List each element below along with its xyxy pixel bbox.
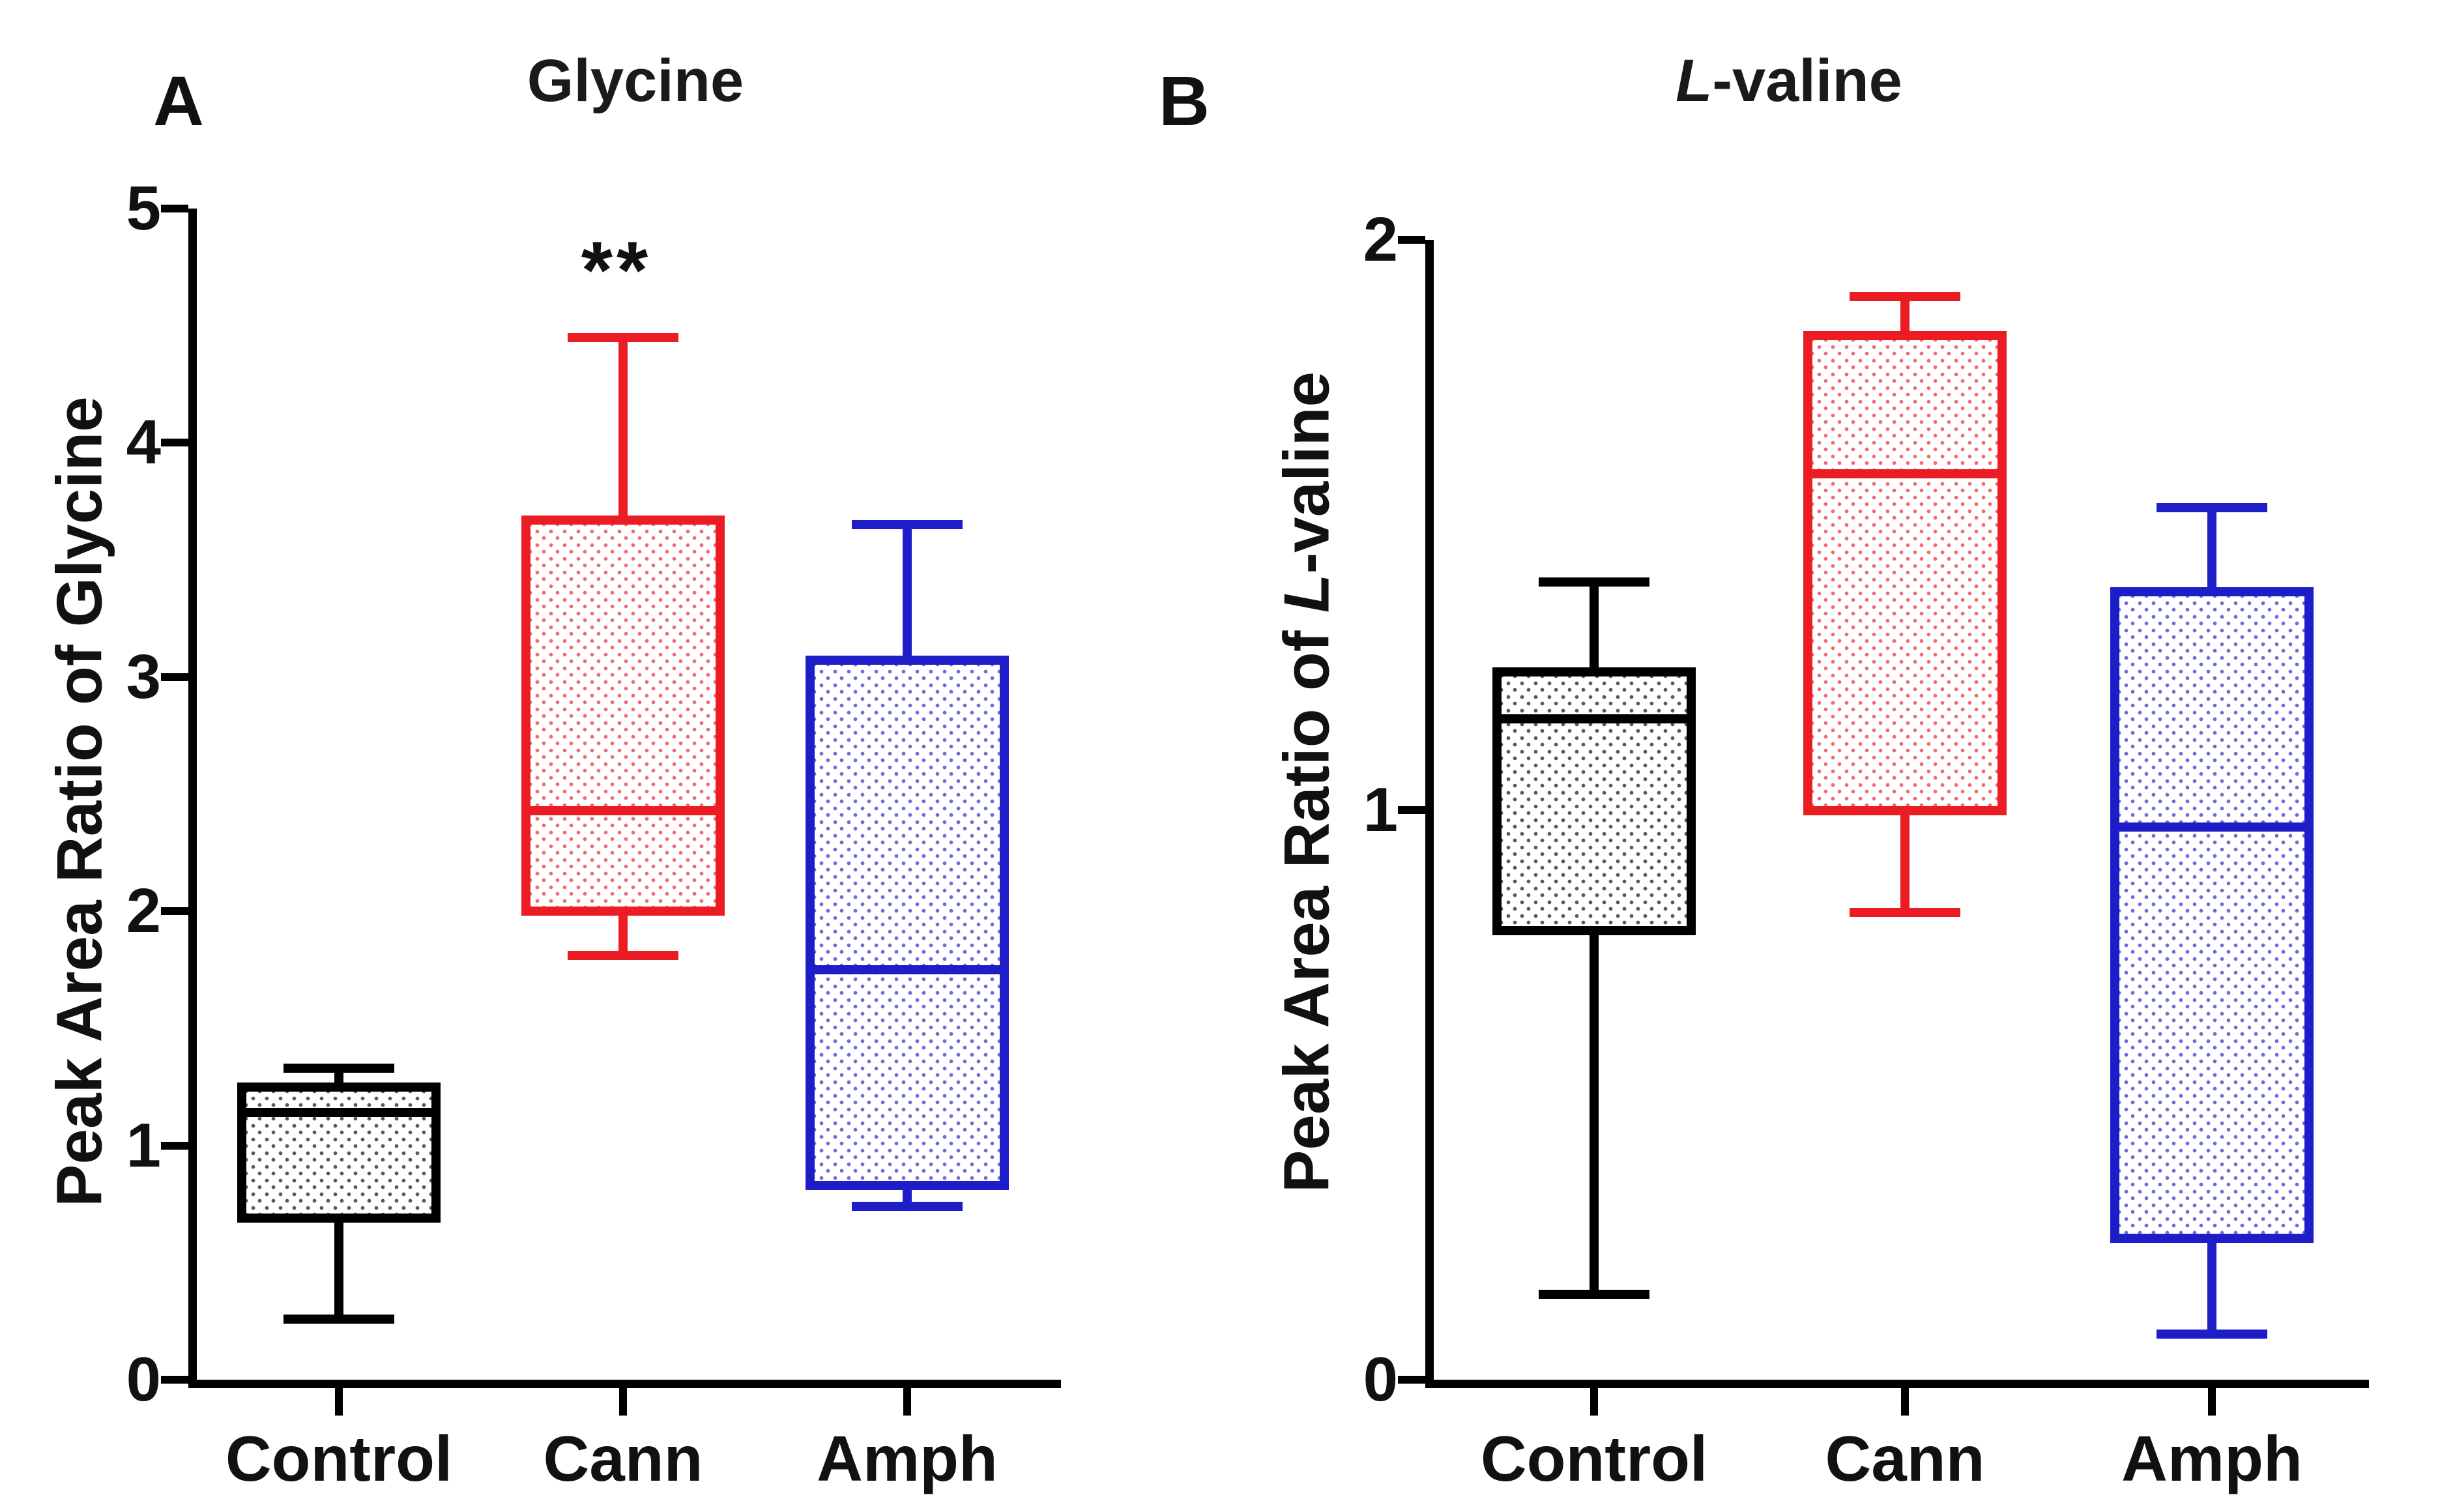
y-tick-label: 1 (126, 1110, 161, 1180)
y-tick-label: 0 (1363, 1345, 1398, 1414)
box-median-line (1812, 469, 1997, 478)
y-tick-mark (1398, 236, 1425, 244)
panel-b-title-text: -valine (1712, 48, 1902, 114)
panel-a-title: Glycine (316, 47, 955, 115)
box-cap-bottom (283, 1314, 394, 1324)
x-tick-mark (1590, 1388, 1598, 1416)
y-tick-label: 5 (126, 173, 161, 243)
x-category-label: Cann (1825, 1423, 1985, 1494)
box-rect (2110, 587, 2314, 1243)
y-tick-label: 2 (126, 876, 161, 946)
panel-a-ylabel: Peak Area Ratio of Glycine (43, 396, 117, 1207)
box-rect (806, 656, 1009, 1190)
x-tick-mark (903, 1388, 911, 1416)
panel-b-title: L-valine (1411, 47, 2167, 115)
box-median-line (246, 1108, 431, 1118)
y-axis-line (1425, 240, 1434, 1388)
y-tick-mark (161, 205, 188, 212)
panel-b-ylabel-text: -valine (1270, 371, 1343, 574)
box-cap-top (2157, 503, 2267, 512)
box-rect (1492, 667, 1696, 935)
box-cap-top (1539, 577, 1649, 587)
box-cap-top (1850, 292, 1960, 302)
box-median-line (815, 965, 1000, 975)
y-tick-label: 3 (126, 641, 161, 712)
box-annotation: ** (581, 225, 652, 315)
x-category-label: Cann (543, 1423, 703, 1494)
y-tick-mark (161, 439, 188, 447)
box-cap-bottom (1850, 907, 1960, 917)
box-cap-bottom (2157, 1330, 2267, 1339)
y-tick-mark (161, 907, 188, 916)
panel-b-letter: B (1159, 61, 1210, 140)
y-axis-line (188, 209, 197, 1388)
box-median-line (2119, 822, 2304, 832)
y-tick-mark (1398, 1376, 1425, 1384)
panel-b-ylabel-italic: L (1270, 574, 1343, 613)
x-category-label: Control (1480, 1423, 1708, 1494)
x-tick-mark (335, 1388, 343, 1416)
box-rect (1803, 330, 2007, 816)
y-tick-label: 0 (126, 1345, 161, 1414)
box-rect (237, 1082, 441, 1223)
y-tick-label: 1 (1363, 774, 1398, 845)
x-tick-mark (1901, 1388, 1909, 1416)
x-tick-mark (2208, 1388, 2216, 1416)
box-median-line (530, 806, 716, 815)
x-tick-mark (619, 1388, 627, 1416)
y-tick-mark (1398, 806, 1425, 814)
panel-b-title-italic: L (1676, 48, 1713, 114)
box-cap-top (283, 1063, 394, 1073)
y-tick-label: 2 (1363, 205, 1398, 274)
panel-b-ylabel-prefix: Peak Area Ratio of (1270, 613, 1343, 1193)
box-median-line (1502, 714, 1687, 723)
box-cap-top (852, 520, 963, 530)
y-tick-mark (161, 1141, 188, 1150)
x-category-label: Control (225, 1423, 453, 1494)
panel-a-letter: A (153, 61, 204, 140)
x-axis-line (188, 1380, 1061, 1388)
y-tick-mark (161, 1376, 188, 1384)
box-cap-bottom (1539, 1289, 1649, 1299)
x-category-label: Amph (2121, 1423, 2302, 1494)
box-cap-bottom (568, 951, 678, 961)
x-axis-line (1425, 1380, 2369, 1388)
y-tick-mark (161, 673, 188, 681)
box-cap-top (568, 332, 678, 342)
x-category-label: Amph (817, 1423, 998, 1494)
box-rect (521, 515, 725, 916)
box-cap-bottom (852, 1202, 963, 1212)
panel-a-title-text: Glycine (527, 48, 744, 114)
y-tick-label: 4 (126, 407, 161, 478)
